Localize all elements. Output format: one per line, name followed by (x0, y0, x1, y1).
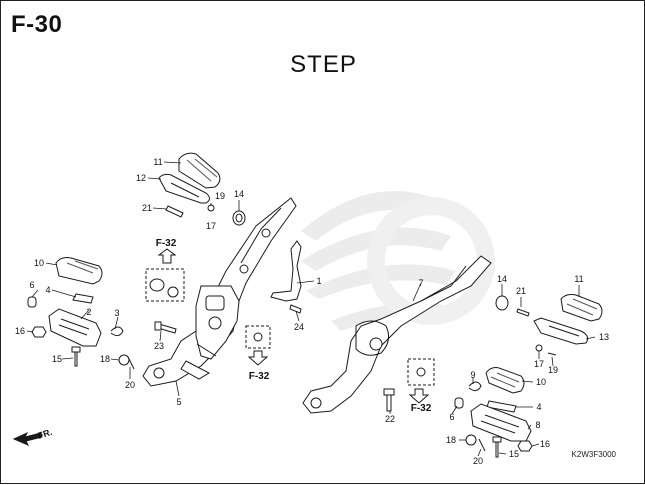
callout-19: 19 (215, 191, 225, 201)
callout-15: 15 (52, 354, 62, 364)
callout-15-right: 15 (509, 449, 519, 459)
brake-rod-bracket (270, 240, 302, 302)
callout-7: 7 (418, 278, 423, 288)
callout-6-right: 6 (449, 412, 454, 422)
callout-17-right: 17 (534, 359, 544, 369)
right-pillion-step (470, 403, 532, 442)
direction-label: FR. (37, 427, 54, 441)
left-pillion-step-plate (72, 293, 94, 304)
callout-2: 2 (86, 307, 91, 317)
callout-4: 4 (45, 285, 50, 295)
leader-lines (26, 161, 596, 457)
callout-11: 11 (153, 157, 162, 167)
reference-box-center (245, 325, 271, 349)
bolt-23 (154, 321, 177, 334)
right-bush-14 (495, 295, 509, 311)
callout-10: 10 (34, 258, 44, 268)
callout-8: 8 (535, 420, 540, 430)
left-nut-16 (31, 326, 47, 338)
callout-23: 23 (154, 341, 164, 351)
callout-20: 20 (125, 380, 135, 390)
left-pillion-step (48, 308, 102, 347)
callout-3: 3 (114, 308, 119, 318)
callout-16: 16 (15, 326, 25, 336)
right-cotter-pin-20 (478, 438, 486, 452)
right-washer-17 (535, 344, 543, 352)
callout-9: 9 (470, 370, 475, 380)
right-nut-16 (517, 440, 533, 452)
reference-arrows (12, 248, 430, 446)
bolt-22 (383, 388, 395, 412)
left-washer-18 (118, 354, 130, 366)
left-bolt-15 (71, 346, 81, 367)
callout-21-right: 21 (516, 286, 526, 296)
left-rear-footpeg-rubber (178, 152, 221, 189)
right-cotter-pin-19 (547, 352, 557, 356)
callout-16-right: 16 (540, 439, 550, 449)
right-pillion-step-plate (486, 400, 517, 413)
right-pillion-footpeg-rubber (485, 367, 525, 394)
callout-17: 17 (206, 221, 216, 231)
callout-22: 22 (385, 414, 395, 424)
callout-18: 18 (100, 354, 110, 364)
left-cotter-pin-20 (127, 356, 135, 370)
arrow-down-icon (247, 350, 269, 366)
callout-4-right: 4 (536, 402, 541, 412)
left-bush (232, 210, 246, 226)
callout-14: 14 (234, 189, 244, 199)
arrow-up-icon (157, 248, 177, 264)
callout-19-right: 19 (548, 365, 558, 375)
right-spring-9 (468, 381, 482, 392)
callout-21: 21 (142, 203, 152, 213)
reference-box-right (407, 358, 435, 386)
callout-13: 13 (599, 332, 609, 342)
callout-10-right: 10 (536, 377, 546, 387)
left-pin-6 (27, 296, 37, 308)
left-pillion-footpeg-rubber (55, 257, 103, 285)
callout-1: 1 (316, 276, 321, 286)
callout-24: 24 (294, 322, 304, 332)
left-rear-step-pin (165, 205, 184, 218)
right-bolt-15 (492, 436, 502, 458)
callout-18-right: 18 (446, 435, 456, 445)
brand-watermark (301, 191, 495, 331)
right-pin-6 (454, 397, 464, 409)
reference-label-f32: F-32 (411, 403, 432, 414)
page-title: STEP (290, 51, 357, 78)
left-collar (149, 278, 179, 298)
callout-6: 6 (29, 280, 34, 290)
left-spring-3 (110, 326, 124, 337)
left-rear-step-bracket (158, 173, 210, 204)
reference-label-f32: F-32 (156, 238, 177, 249)
right-washer-18 (465, 434, 477, 446)
callout-14-right: 14 (497, 274, 507, 284)
diagram-code: K2W3F3000 (571, 450, 616, 459)
callout-12: 12 (136, 173, 146, 183)
right-pin-21 (516, 308, 530, 317)
right-rear-footpeg-rubber (560, 294, 603, 322)
reference-label-f32: F-32 (249, 371, 270, 382)
callout-20-right: 20 (473, 456, 483, 466)
arrow-down-icon (408, 388, 430, 404)
page-code: F-30 (11, 11, 63, 38)
bolt-24 (289, 304, 302, 314)
callout-5: 5 (176, 397, 181, 407)
right-rear-step-bracket (533, 317, 589, 345)
right-step-holder (302, 255, 492, 414)
left-main-step-assembly (180, 285, 240, 380)
arrow-up-icon (12, 431, 43, 446)
callout-11-right: 11 (574, 274, 583, 284)
